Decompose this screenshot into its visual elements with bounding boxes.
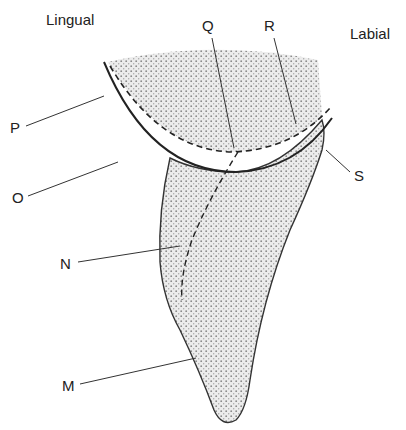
dashed-line — [182, 152, 238, 300]
callout-letter: M — [62, 378, 75, 393]
direction-label: Lingual — [46, 12, 94, 27]
callout-letter: R — [264, 18, 275, 33]
callout-letter: Q — [202, 18, 214, 33]
callout-letter: O — [12, 190, 24, 205]
callout-letter: P — [10, 120, 20, 135]
direction-label: Labial — [350, 26, 390, 41]
callout-letter: N — [60, 256, 71, 271]
callout-letter: S — [354, 168, 364, 183]
solid-arc — [104, 62, 332, 172]
leader-lines — [26, 38, 350, 384]
tooth-body — [160, 120, 324, 422]
